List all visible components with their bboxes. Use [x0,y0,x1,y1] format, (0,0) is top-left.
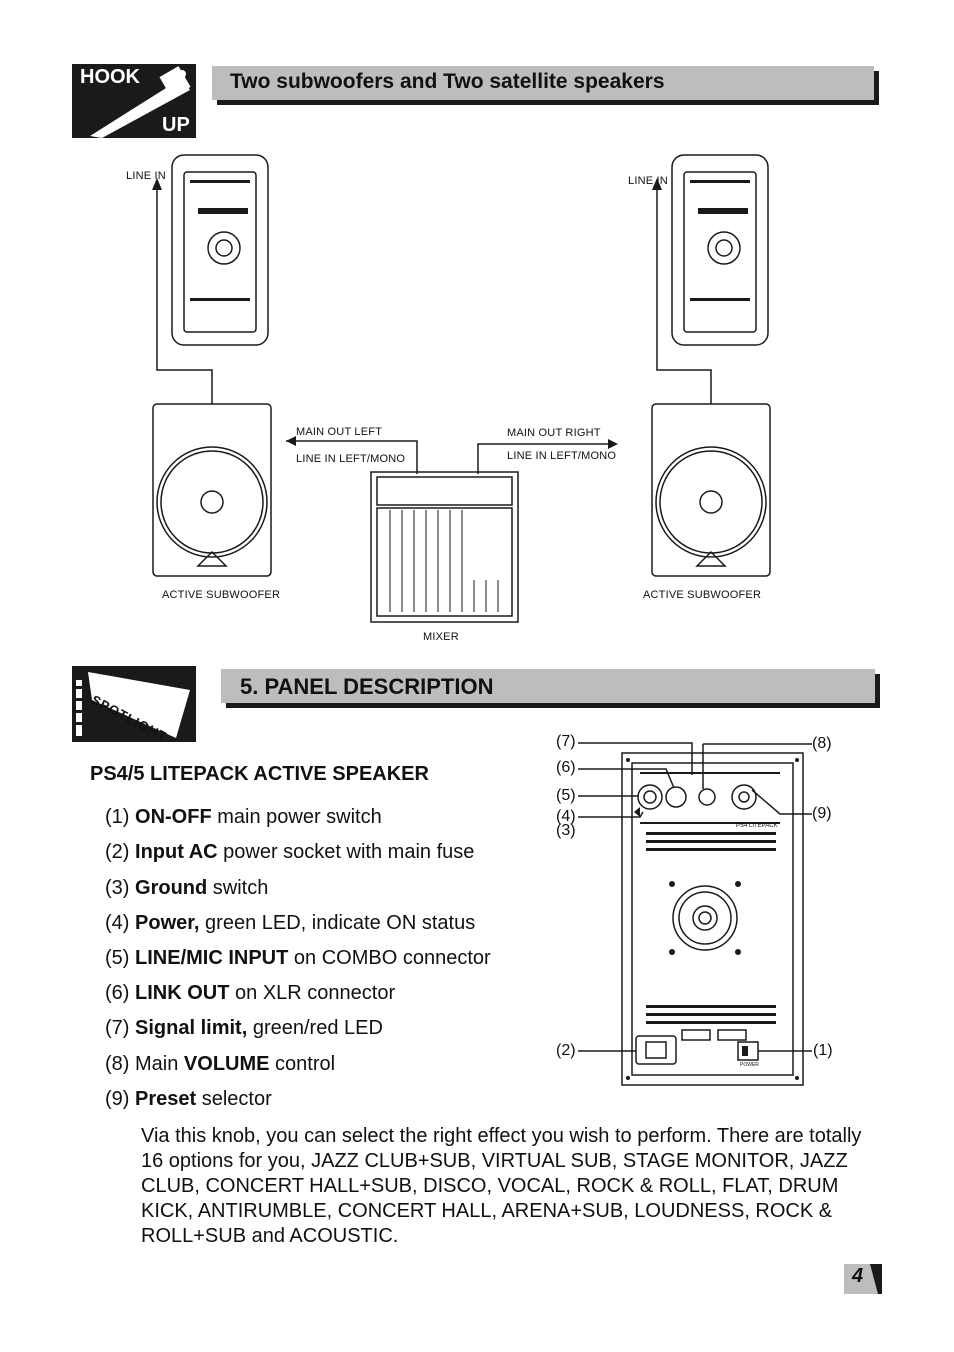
cable-plug-icon [72,66,191,138]
label-mixer: MIXER [423,631,459,643]
label-line-in-left-mono-2: LINE IN LEFT/MONO [507,450,617,462]
page-number: 4 [852,1265,864,1287]
hookup-diagram [152,154,771,623]
panel-item-3: (3) Ground switch [105,877,269,899]
spotlight-title: 5. PANEL DESCRIPTION [240,674,494,699]
label-line-in-right: LINE IN [628,175,668,187]
spotlight-header-bar [221,669,875,703]
callout-5: (5) [556,787,576,804]
panel-item-5: (5) LINE/MIC INPUT on COMBO connector [105,947,491,969]
callout-1: (1) [813,1042,833,1059]
panel-item-8: (8) Main VOLUME control [105,1053,336,1075]
callout-2: (2) [556,1042,576,1059]
callout-6: (6) [556,759,576,776]
label-main-out-right: MAIN OUT RIGHT [507,427,601,439]
page-number-badge: 4 [840,1262,884,1296]
rear-panel-model: PS4 LITEPACK [736,823,778,829]
callout-8: (8) [812,735,832,752]
panel-item-1: (1) ON-OFF main power switch [105,806,382,828]
panel-heading: PS4/5 LITEPACK ACTIVE SPEAKER [90,763,429,785]
panel-item-6: (6) LINK OUT on XLR connector [105,982,396,1004]
callout-9: (9) [812,805,832,822]
panel-item-4: (4) Power, green LED, indicate ON status [105,912,476,934]
page-number-shape [844,1264,882,1294]
label-active-sub-right: ACTIVE SUBWOOFER [643,589,762,601]
hookup-badge-top: HOOK [80,66,140,88]
hookup-badge: HOOK UP [72,64,196,138]
rear-panel-drawing [578,742,812,1086]
callout-3: (3) [556,822,576,839]
label-active-sub-left: ACTIVE SUBWOOFER [162,589,281,601]
spotlight-badge: SPOTLIGHT [72,666,196,744]
hookup-title: Two subwoofers and Two satellite speaker… [230,70,665,93]
callout-7: (7) [556,733,576,750]
label-line-in-left: LINE IN [126,170,166,182]
hookup-header-bar [212,66,874,100]
rear-panel-power-label: POWER [740,1062,759,1068]
label-line-in-left-mono-1: LINE IN LEFT/MONO [296,453,406,465]
panel-item-7: (7) Signal limit, green/red LED [105,1017,383,1039]
preset-description: Via this knob, you can select the right … [141,1125,862,1247]
label-main-out-left: MAIN OUT LEFT [296,426,383,438]
spotlight-beam-icon [76,672,190,738]
hookup-badge-bottom: UP [162,114,190,136]
panel-item-2: (2) Input AC power socket with main fuse [105,841,475,863]
callout-4: (4) [556,808,576,825]
panel-item-9: (9) Preset selector [105,1088,272,1110]
